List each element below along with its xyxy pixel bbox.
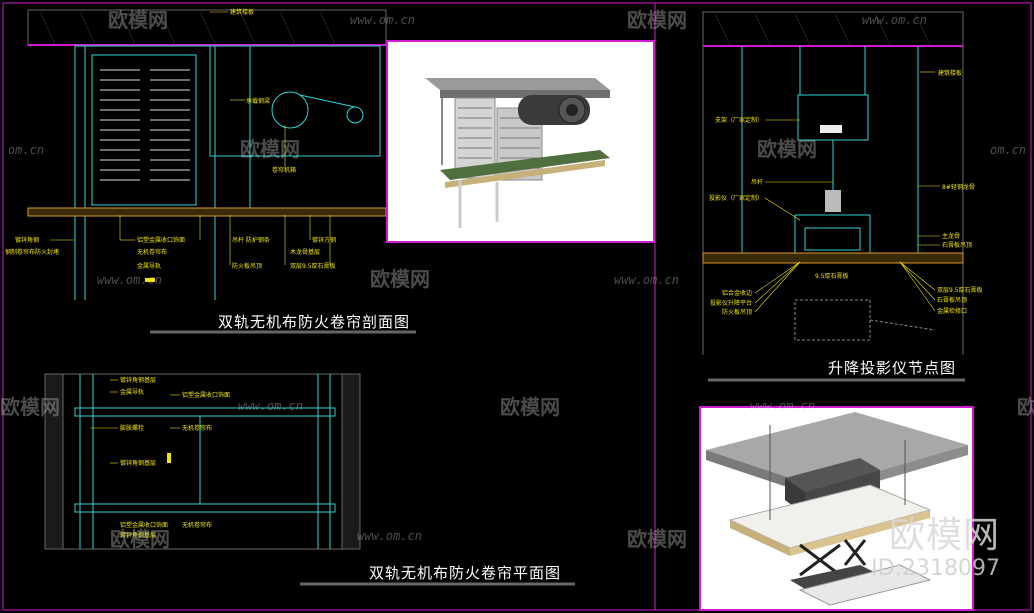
plan-marker xyxy=(167,453,171,463)
section-drawing-title: 双轨无机布防火卷帘剖面图 xyxy=(218,313,411,331)
proj-label-rod: 吊杆 xyxy=(751,178,763,186)
plan-label-6: 无机卷帘布 xyxy=(182,424,212,432)
plan-annotations: 镀锌角钢基层 金属导轨 膨胀螺栓 镀锌角钢基层 铝塑金属收口饰面 无机卷帘布 无… xyxy=(120,376,230,539)
watermark-logo: 欧模网 xyxy=(627,527,687,551)
proj-label-bracket: 支架（厂家定制） xyxy=(715,116,763,124)
label-beam: 承载钢梁 xyxy=(246,97,270,105)
label-trim: 铝塑金属收口饰面 xyxy=(137,236,185,244)
motor-pulley xyxy=(346,106,364,124)
watermark-url: www.om.cn xyxy=(97,273,162,287)
projector-drawing-title: 升降投影仪节点图 xyxy=(828,359,957,377)
watermarks: 欧模网 www.om.cn 欧模网 www.om.cn om.cn 欧模网 欧模… xyxy=(0,8,1034,551)
motor-housing xyxy=(209,45,381,157)
render-roller xyxy=(386,40,655,243)
proj-label-access: 金属检修口 xyxy=(937,307,967,315)
projector-annotations: 建筑楼板 支架（厂家定制） 吊杆 投影仪（厂家定制） 8#轻钢龙骨 主龙骨 石膏… xyxy=(709,69,983,316)
section-annotations: 建筑楼板 承载钢梁 卷帘机箱 镀锌角钢 钢制卷帘布防火封堵 铝塑金属收口饰面 无… xyxy=(5,8,336,270)
label-gypsum: 双层9.5厚石膏板 xyxy=(290,262,336,270)
plan-drawing-title: 双轨无机布防火卷帘平面图 xyxy=(369,564,562,582)
render-projector xyxy=(699,406,974,611)
label-fabric: 无机卷帘布 xyxy=(137,248,167,256)
projector-ceiling-band xyxy=(702,252,964,264)
proj-label-fire-ceiling: 防火板吊顶 xyxy=(722,308,752,316)
projector-lift xyxy=(825,190,841,212)
plan-label-8: 铝塑金属收口饰面 xyxy=(120,521,168,529)
watermark-logo: 欧模网 xyxy=(627,8,687,32)
label-slab: 建筑楼板 xyxy=(230,8,254,16)
fabric-folds xyxy=(100,69,190,181)
watermark-logo: 欧模网 xyxy=(500,395,560,419)
plan-label-3: 膨胀螺栓 xyxy=(120,424,144,432)
watermark-url: www.om.cn xyxy=(614,273,679,287)
plan-label-7: 无机卷帘布 xyxy=(182,521,212,529)
proj-label-platform: 投影仪升降平台 xyxy=(710,299,752,307)
watermark-url: om.cn xyxy=(8,143,44,157)
watermark-url: www.om.cn xyxy=(750,399,815,413)
plan-wall-right xyxy=(341,373,361,550)
proj-label-board: 9.5厚石膏板 xyxy=(815,272,849,280)
label-guard: 吊杆 防护钢条 xyxy=(232,236,270,244)
motor-drum xyxy=(271,91,309,129)
brand-watermark: 欧模网 xyxy=(888,515,1000,556)
label-angle-steel: 镀锌角钢 xyxy=(15,236,39,244)
watermark-logo: 欧模网 xyxy=(240,137,300,161)
ceiling-band xyxy=(27,207,387,217)
label-fire-seal: 钢制卷帘布防火封堵 xyxy=(5,248,59,256)
watermark-logo: 欧模网 xyxy=(0,395,60,419)
label-keel: 木龙骨基层 xyxy=(290,248,320,256)
plan-label-1: 镀锌角钢基层 xyxy=(120,376,156,384)
watermark-url: www.om.cn xyxy=(238,399,303,413)
projector-bracket xyxy=(820,125,842,133)
proj-label-ceiling2: 石膏板吊顶 xyxy=(937,296,967,304)
watermark-logo: 欧模网 xyxy=(757,137,817,161)
projector-section xyxy=(702,11,965,382)
proj-label-projector: 投影仪（厂家定制） xyxy=(709,194,763,202)
proj-label-slab: 建筑楼板 xyxy=(938,69,962,77)
proj-label-gypsum2: 双层9.5厚石膏板 xyxy=(937,286,983,294)
watermark-logo: 欧模网 xyxy=(108,8,168,32)
plan-label-4: 镀锌角钢基层 xyxy=(120,459,156,467)
plan-label-5: 铝塑金属收口饰面 xyxy=(182,391,230,399)
watermark-url: www.om.cn xyxy=(350,13,415,27)
label-tube: 镀锌方钢 xyxy=(312,236,336,244)
proj-label-gypsum-ceiling: 石膏板吊顶 xyxy=(942,241,972,249)
watermark-url: www.om.cn xyxy=(357,529,422,543)
plan-label-10: 镀锌角钢基层 xyxy=(120,531,156,539)
proj-label-main-keel: 主龙骨 xyxy=(942,232,960,240)
brand-id: ID:2318097 xyxy=(871,556,1000,581)
watermark-url: www.om.cn xyxy=(862,13,927,27)
section-view xyxy=(27,9,416,334)
plan-label-2: 金属导轨 xyxy=(120,388,144,396)
proj-label-edge: 铝合金收边 xyxy=(722,289,752,297)
watermark-url: om.cn xyxy=(990,143,1026,157)
plan-wall-left xyxy=(44,373,64,550)
slab-hatch xyxy=(39,11,336,45)
dim-marker xyxy=(145,278,155,282)
label-motor-box: 卷帘机箱 xyxy=(272,166,296,174)
label-rail: 金属导轨 xyxy=(137,262,161,270)
roller-box xyxy=(74,45,216,212)
watermark-logo: 欧模网 xyxy=(1017,395,1034,419)
label-ceiling: 防火板吊顶 xyxy=(232,262,262,270)
proj-label-keel: 8#轻钢龙骨 xyxy=(942,183,975,191)
fabric-panel xyxy=(91,54,197,206)
watermark-logo: 欧模网 xyxy=(370,267,430,291)
watermark-logo: 欧模网 xyxy=(110,527,170,551)
plan-view xyxy=(44,373,575,586)
